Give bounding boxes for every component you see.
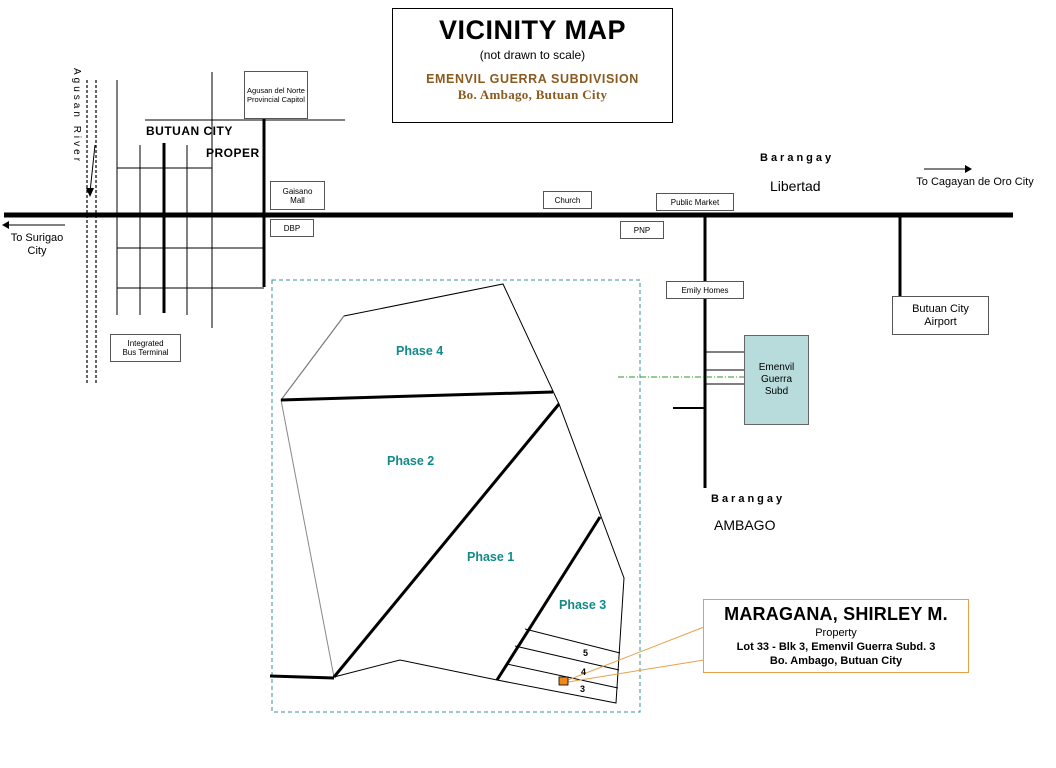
landmark-church: Church bbox=[543, 191, 592, 209]
to-surigao-text: To Surigao City bbox=[10, 232, 64, 257]
landmark-gaisano: Gaisano Mall bbox=[270, 181, 325, 210]
phase-road-1-3 bbox=[495, 516, 602, 681]
title-block: VICINITY MAP (not drawn to scale) EMENVI… bbox=[392, 8, 673, 123]
arrow-right-icon bbox=[965, 165, 972, 173]
owner-property: Property bbox=[815, 627, 857, 639]
phase-road-2-1 bbox=[332, 403, 561, 678]
landmark-public-market: Public Market bbox=[656, 193, 734, 211]
gaisano-label: Gaisano Mall bbox=[282, 186, 313, 205]
dbp-label: DBP bbox=[283, 223, 301, 233]
pnp-label: PNP bbox=[633, 225, 651, 235]
scale-note: (not drawn to scale) bbox=[479, 48, 586, 62]
public-market-label: Public Market bbox=[670, 197, 720, 207]
capitol-label: Agusan del Norte Provincial Capitol bbox=[247, 86, 305, 104]
phase-3-label: Phase 3 bbox=[559, 598, 607, 612]
entry-road bbox=[269, 674, 335, 680]
owner-name: MARAGANA, SHIRLEY M. bbox=[724, 604, 948, 624]
subdivision-outline bbox=[280, 283, 625, 704]
river-label: Agusan River bbox=[70, 68, 84, 164]
landmark-pnp: PNP bbox=[620, 221, 664, 239]
lot-number-3: 3 bbox=[580, 684, 586, 694]
owner-callout: MARAGANA, SHIRLEY M. Property Lot 33 - B… bbox=[703, 599, 969, 673]
to-cagayan-text: To Cagayan de Oro City bbox=[916, 176, 1034, 188]
subdivision-name: EMENVIL GUERRA SUBDIVISION bbox=[426, 72, 639, 86]
title-location: Bo. Ambago, Butuan City bbox=[457, 87, 608, 102]
barangay-bottom-label: Barangay bbox=[711, 493, 786, 505]
owner-lot: Lot 33 - Blk 3, Emenvil Guerra Subd. 3 bbox=[736, 641, 936, 653]
phase-1-label: Phase 1 bbox=[467, 550, 515, 564]
libertad-label: Libertad bbox=[770, 178, 821, 194]
lot-number-4: 4 bbox=[581, 667, 587, 677]
bus-terminal-label: Integrated Bus Terminal bbox=[122, 339, 169, 357]
landmark-capitol: Agusan del Norte Provincial Capitol bbox=[244, 71, 308, 119]
church-label: Church bbox=[554, 195, 581, 205]
phase-4-label: Phase 4 bbox=[396, 344, 444, 358]
emenvil-subd-box: Emenvil Guerra Subd bbox=[744, 335, 809, 425]
phase-road-4-2 bbox=[280, 390, 554, 402]
airport-label: Butuan City Airport bbox=[912, 302, 969, 328]
lot-number-5: 5 bbox=[583, 648, 589, 658]
river-text: Agusan River bbox=[71, 68, 82, 165]
barangay-top-label: Barangay bbox=[760, 152, 835, 164]
property-marker bbox=[558, 676, 569, 686]
landmark-emily-homes: Emily Homes bbox=[666, 281, 744, 299]
landmark-dbp: DBP bbox=[270, 219, 314, 237]
callout-line bbox=[567, 626, 705, 681]
butuan-city-label: BUTUAN CITY bbox=[146, 124, 233, 138]
map-title: VICINITY MAP bbox=[438, 15, 627, 45]
landmark-bus-terminal: Integrated Bus Terminal bbox=[110, 334, 181, 362]
to-cagayan-label: To Cagayan de Oro City bbox=[916, 176, 1034, 189]
owner-address: Bo. Ambago, Butuan City bbox=[769, 655, 903, 667]
arrow-left-icon bbox=[2, 221, 9, 229]
to-surigao-label: To Surigao City bbox=[4, 232, 70, 258]
emily-homes-label: Emily Homes bbox=[681, 285, 729, 295]
landmark-airport: Butuan City Airport bbox=[892, 296, 989, 335]
ambago-label: AMBAGO bbox=[714, 517, 776, 533]
river-arrow-icon bbox=[86, 188, 94, 197]
inset-border bbox=[271, 279, 641, 713]
phase-2-label: Phase 2 bbox=[387, 454, 435, 468]
emenvil-subd-label: Emenvil Guerra Subd bbox=[758, 362, 795, 397]
proper-label: PROPER bbox=[206, 146, 260, 160]
